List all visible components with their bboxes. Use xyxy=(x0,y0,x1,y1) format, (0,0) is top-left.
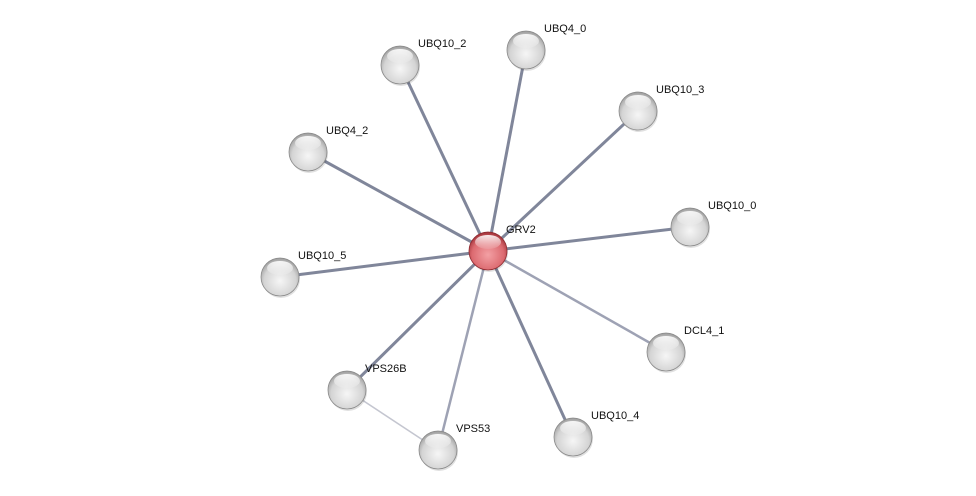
node-highlight xyxy=(267,261,293,275)
node-UBQ4_2[interactable]: UBQ4_2 xyxy=(288,125,368,173)
edge-GRV2-UBQ10_2[interactable] xyxy=(398,64,490,252)
edge-GRV2-UBQ10_5[interactable] xyxy=(279,249,489,279)
node-label: VPS53 xyxy=(456,423,490,435)
node-UBQ4_0[interactable]: UBQ4_0 xyxy=(506,23,586,71)
node-GRV2[interactable]: GRV2 xyxy=(468,224,536,272)
edge-GRV2-DCL4_1[interactable] xyxy=(487,249,667,354)
node-label: DCL4_1 xyxy=(684,325,724,337)
edge-GRV2-VPS53[interactable] xyxy=(436,250,490,451)
node-DCL4_1[interactable]: DCL4_1 xyxy=(646,325,724,373)
node-highlight xyxy=(653,336,679,350)
node-UBQ10_3[interactable]: UBQ10_3 xyxy=(618,84,704,132)
node-label: UBQ10_4 xyxy=(591,410,639,422)
edge-GRV2-VPS26B[interactable] xyxy=(345,249,490,392)
node-UBQ10_2[interactable]: UBQ10_2 xyxy=(380,38,466,86)
node-highlight xyxy=(334,374,360,388)
node-UBQ10_0[interactable]: UBQ10_0 xyxy=(670,200,756,248)
edge-GRV2-UBQ4_0[interactable] xyxy=(486,49,528,252)
edge-GRV2-UBQ4_2[interactable] xyxy=(307,150,489,253)
node-VPS26B[interactable]: VPS26B xyxy=(327,363,407,411)
node-highlight xyxy=(475,235,501,249)
node-label: GRV2 xyxy=(506,224,536,236)
node-label: UBQ10_0 xyxy=(708,200,756,212)
node-UBQ10_4[interactable]: UBQ10_4 xyxy=(553,410,639,458)
node-highlight xyxy=(387,49,413,63)
node-label: UBQ4_0 xyxy=(544,23,586,35)
node-highlight xyxy=(295,136,321,150)
node-VPS53[interactable]: VPS53 xyxy=(418,423,490,471)
node-label: UBQ4_2 xyxy=(326,125,368,137)
edge-GRV2-UBQ10_0[interactable] xyxy=(487,225,691,253)
node-highlight xyxy=(513,34,539,48)
edge-GRV2-UBQ10_4[interactable] xyxy=(486,250,575,438)
node-label: UBQ10_2 xyxy=(418,38,466,50)
node-label: UBQ10_5 xyxy=(298,250,346,262)
node-UBQ10_5[interactable]: UBQ10_5 xyxy=(260,250,346,298)
edge-GRV2-UBQ10_3[interactable] xyxy=(486,109,640,253)
node-highlight xyxy=(677,211,703,225)
node-label: VPS26B xyxy=(365,363,407,375)
node-highlight xyxy=(560,421,586,435)
node-highlight xyxy=(625,95,651,109)
node-label: UBQ10_3 xyxy=(656,84,704,96)
node-highlight xyxy=(425,434,451,448)
